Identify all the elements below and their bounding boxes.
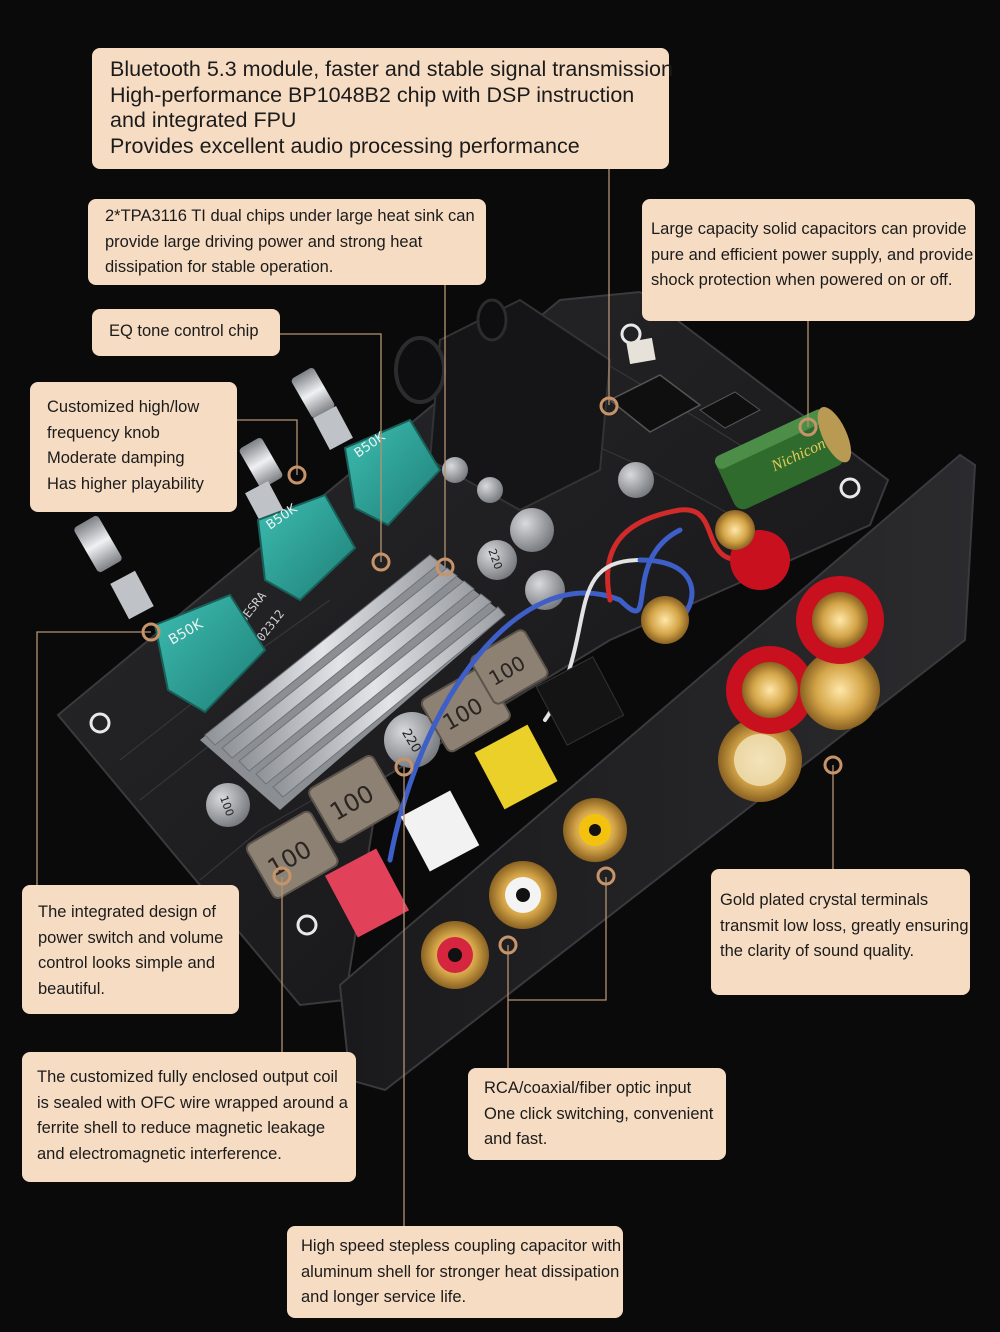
callout-line: Has higher playability bbox=[47, 474, 204, 493]
callout-line: Gold plated crystal terminals bbox=[720, 891, 929, 909]
mount-holes bbox=[89, 323, 861, 936]
callout-line: power switch and volume bbox=[38, 928, 224, 947]
callout-line: pure and efficient power supply, and pro… bbox=[651, 245, 974, 264]
heat-sink bbox=[200, 554, 506, 810]
leader-lines bbox=[36, 169, 834, 1226]
callout-line: frequency knob bbox=[47, 423, 160, 442]
callout-coupling-capacitor: High speed stepless coupling capacitor w… bbox=[287, 1226, 623, 1318]
callout-inputs: RCA/coaxial/fiber optic input One click … bbox=[468, 1068, 726, 1160]
callout-line: and longer service life. bbox=[301, 1288, 467, 1306]
bluetooth-dsp-chip bbox=[608, 337, 761, 433]
input-connectors bbox=[324, 656, 627, 989]
callout-gold-terminals: Gold plated crystal terminals transmit l… bbox=[711, 869, 970, 995]
callout-line: is sealed with OFC wire wrapped around a bbox=[37, 1093, 348, 1112]
low-frequency-knob: B50K bbox=[239, 438, 357, 602]
callout-line: Provides excellent audio processing perf… bbox=[110, 133, 580, 158]
callout-line: transmit low loss, greatly ensuring bbox=[720, 916, 969, 935]
callout-line: provide large driving power and strong h… bbox=[105, 232, 423, 251]
callout-line: Customized high/low bbox=[47, 398, 200, 416]
callout-capacitors: Large capacity solid capacitors can prov… bbox=[642, 199, 975, 321]
output-inductors: 100 100 100 100 bbox=[245, 629, 549, 900]
callout-line: 2*TPA3116 TI dual chips under large heat… bbox=[105, 207, 475, 225]
callout-line: the clarity of sound quality. bbox=[720, 942, 915, 960]
callout-knob: Customized high/low frequency knob Moder… bbox=[30, 382, 237, 512]
callout-line: shock protection when powered on or off. bbox=[651, 271, 953, 289]
callout-line: ferrite shell to reduce magnetic leakage bbox=[37, 1119, 325, 1137]
callout-line: and electromagnetic interference. bbox=[37, 1144, 282, 1163]
callout-line: Bluetooth 5.3 module, faster and stable … bbox=[110, 57, 673, 81]
callout-line: The integrated design of bbox=[38, 903, 216, 921]
callout-line: control looks simple and bbox=[38, 954, 216, 972]
callout-line: RCA/coaxial/fiber optic input bbox=[484, 1079, 692, 1097]
callout-markers bbox=[141, 396, 843, 955]
callout-line: The customized fully enclosed output coi… bbox=[37, 1068, 338, 1086]
callout-line: aluminum shell for stronger heat dissipa… bbox=[301, 1262, 620, 1281]
volume-knob: B50K bbox=[74, 515, 267, 714]
callout-line: and integrated FPU bbox=[110, 108, 297, 132]
callout-power-switch: The integrated design of power switch an… bbox=[22, 885, 239, 1014]
callout-line: Moderate damping bbox=[47, 449, 185, 467]
callout-output-coil: The customized fully enclosed output coi… bbox=[22, 1052, 356, 1182]
callout-line: and fast. bbox=[484, 1130, 548, 1148]
callout-eq-chip: EQ tone control chip bbox=[92, 309, 280, 356]
callout-line: beautiful. bbox=[38, 979, 105, 998]
callout-bluetooth: Bluetooth 5.3 module, faster and stable … bbox=[92, 48, 673, 169]
speaker-terminals bbox=[641, 510, 884, 802]
callout-line: Large capacity solid capacitors can prov… bbox=[651, 220, 967, 238]
high-frequency-knob: B50K bbox=[291, 368, 442, 527]
callout-line: One click switching, convenient bbox=[484, 1104, 714, 1123]
callout-line: High speed stepless coupling capacitor w… bbox=[301, 1237, 622, 1255]
callout-line: High-performance BP1048B2 chip with DSP … bbox=[110, 82, 635, 107]
callout-line: EQ tone control chip bbox=[109, 322, 259, 340]
callout-line: dissipation for stable operation. bbox=[105, 258, 334, 276]
aux-jack bbox=[394, 298, 612, 512]
callout-tpa3116: 2*TPA3116 TI dual chips under large heat… bbox=[88, 199, 486, 285]
